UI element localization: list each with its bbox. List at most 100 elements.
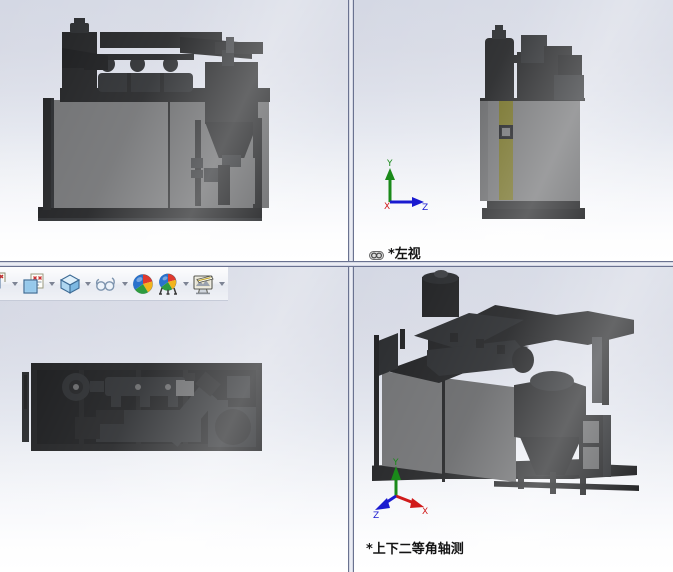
valve-block-2 [191, 170, 203, 178]
left-view-base-rail [487, 200, 580, 209]
top-view-port-2 [165, 384, 171, 390]
svg-text:Z: Z [422, 203, 428, 212]
left-view-vessel [485, 38, 514, 100]
top-view-valve-1 [111, 395, 121, 407]
toolbar-dropdown-scene[interactable] [180, 271, 192, 297]
view-label-dimetric: *上下二等角轴测 [366, 538, 464, 557]
viewport-dimetric[interactable] [354, 267, 673, 572]
glasses-icon [96, 276, 116, 291]
svg-text:Y: Y [386, 159, 393, 169]
top-view-body-top [96, 410, 124, 424]
iso-tank-lid [422, 272, 459, 284]
top-view-coupling [90, 381, 104, 392]
triad-dimetric-view: Y X Z [372, 456, 436, 521]
view-label-left-text: *左视 [388, 247, 421, 262]
drum-band-1 [127, 73, 131, 92]
left-view-window-glass [502, 128, 510, 136]
toolbar-button-display-style[interactable] [21, 271, 46, 297]
top-view-small-box [185, 373, 195, 381]
cyclone-discharge [222, 155, 241, 167]
svg-text:Y: Y [392, 458, 399, 468]
toolbar-button-view-orientation[interactable] [57, 271, 82, 297]
iso-leg-1 [518, 467, 524, 489]
triad-left-view: Y Z X [376, 156, 432, 213]
scene-sphere-icon [158, 273, 177, 295]
top-view-frame-bottom [31, 444, 262, 451]
viewport-top[interactable] [0, 267, 348, 572]
iso-side-cabinet-edge [603, 415, 611, 477]
left-view-olive-column [499, 101, 513, 200]
cabinet-panel-left [50, 100, 172, 208]
toolbar-dropdown-apply-scene[interactable] [217, 271, 229, 297]
view-link-icon [369, 249, 384, 260]
toolbar-button-edit-appearance[interactable] [0, 271, 10, 297]
toolbar-button-appearances[interactable] [130, 271, 155, 297]
appearance-sphere-icon [132, 273, 153, 294]
iso-tank-nozzle [434, 270, 448, 278]
left-view-vessel-cap [492, 30, 506, 39]
toolbar-dropdown-display-style[interactable] [46, 271, 58, 297]
iso-post-left [374, 335, 379, 467]
iso-bottom-rail [494, 481, 639, 491]
cyclone-inlet [222, 50, 234, 66]
side-panel-small [241, 158, 255, 204]
iso-stack-pipe-shadow [602, 337, 609, 405]
cyclone-stack [226, 37, 234, 53]
iso-side-panel-2 [583, 447, 599, 469]
svg-text:Z: Z [373, 511, 379, 520]
horizontal-splitter[interactable] [0, 261, 673, 267]
top-view-frame-top [31, 363, 262, 370]
viewport-front[interactable] [0, 0, 348, 261]
machine-base-frame [38, 207, 262, 220]
valve-block-3 [204, 168, 221, 182]
toolbar-dropdown-hide-show-items[interactable] [119, 271, 131, 297]
iso-panel-b [444, 378, 516, 482]
svg-text:X: X [384, 202, 390, 212]
cabinet-left-edge [51, 98, 54, 208]
horizontal-drum [98, 73, 193, 92]
drum-band-2 [160, 73, 164, 92]
iso-cyclone-opening [530, 371, 574, 391]
cyclone-body [205, 62, 258, 124]
tower-cap [70, 23, 89, 33]
iso-left-post [376, 333, 398, 377]
top-view-body-end [75, 417, 100, 439]
vertical-splitter[interactable] [348, 0, 354, 572]
right-frame-column [253, 118, 262, 208]
roller-rail [98, 54, 194, 60]
toolbar-button-hide-show-items[interactable] [94, 271, 119, 297]
downpipe [218, 165, 230, 205]
roller-2 [130, 56, 145, 72]
cabinet-left-rail [43, 98, 51, 210]
left-view-base [482, 208, 585, 219]
toolbar-dropdown-edit-appearance[interactable] [10, 271, 22, 297]
viewport-left[interactable] [354, 0, 673, 261]
top-view-control-box [176, 380, 194, 396]
valve-block-1 [191, 158, 203, 168]
tower-leg [62, 68, 84, 102]
view-cube-icon [59, 273, 81, 294]
iso-drum-nozzle-3 [497, 345, 505, 354]
toolbar-button-apply-scene[interactable] [192, 271, 217, 297]
top-view-tank-circle [215, 409, 251, 445]
top-view-left-rail-slot [24, 375, 27, 409]
toolbar-dropdown-view-orientation[interactable] [82, 271, 94, 297]
top-view-valve-2 [140, 395, 150, 407]
iso-drum-end [512, 347, 534, 373]
iso-side-panel-1 [583, 421, 599, 443]
top-view-blower-shaft [73, 384, 79, 390]
left-view-vessel-nozzle [495, 25, 503, 31]
top-view-corner-box [227, 376, 250, 398]
top-view-cylinder [105, 377, 185, 396]
apply-scene-icon [193, 274, 214, 294]
toolbar-button-scene[interactable] [155, 271, 180, 297]
view-settings-toolbar[interactable] [0, 267, 228, 301]
top-view-port-1 [135, 384, 141, 390]
machine-base-shadow [38, 218, 262, 221]
iso-stack-pipe [592, 337, 604, 403]
left-view-cabinet-edge [480, 100, 488, 201]
tower-vent [74, 18, 85, 24]
cabinet-seam [168, 100, 170, 208]
top-view-beam-1 [79, 370, 84, 445]
left-view-block [554, 75, 584, 100]
